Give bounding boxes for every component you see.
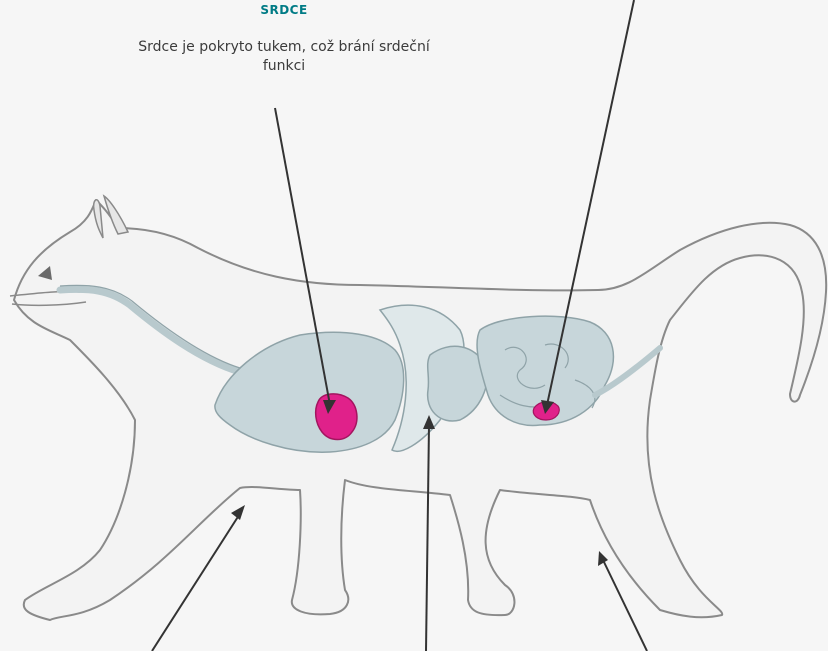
callout-title-heart: SRDCE — [164, 3, 404, 17]
pointer-joints-front-arrowhead — [231, 505, 245, 520]
callout-description-heart: Srdce je pokryto tukem, což brání srdečn… — [124, 38, 444, 76]
pointer-joints-back-arrowhead — [598, 551, 608, 566]
heart-highlight — [316, 394, 357, 440]
